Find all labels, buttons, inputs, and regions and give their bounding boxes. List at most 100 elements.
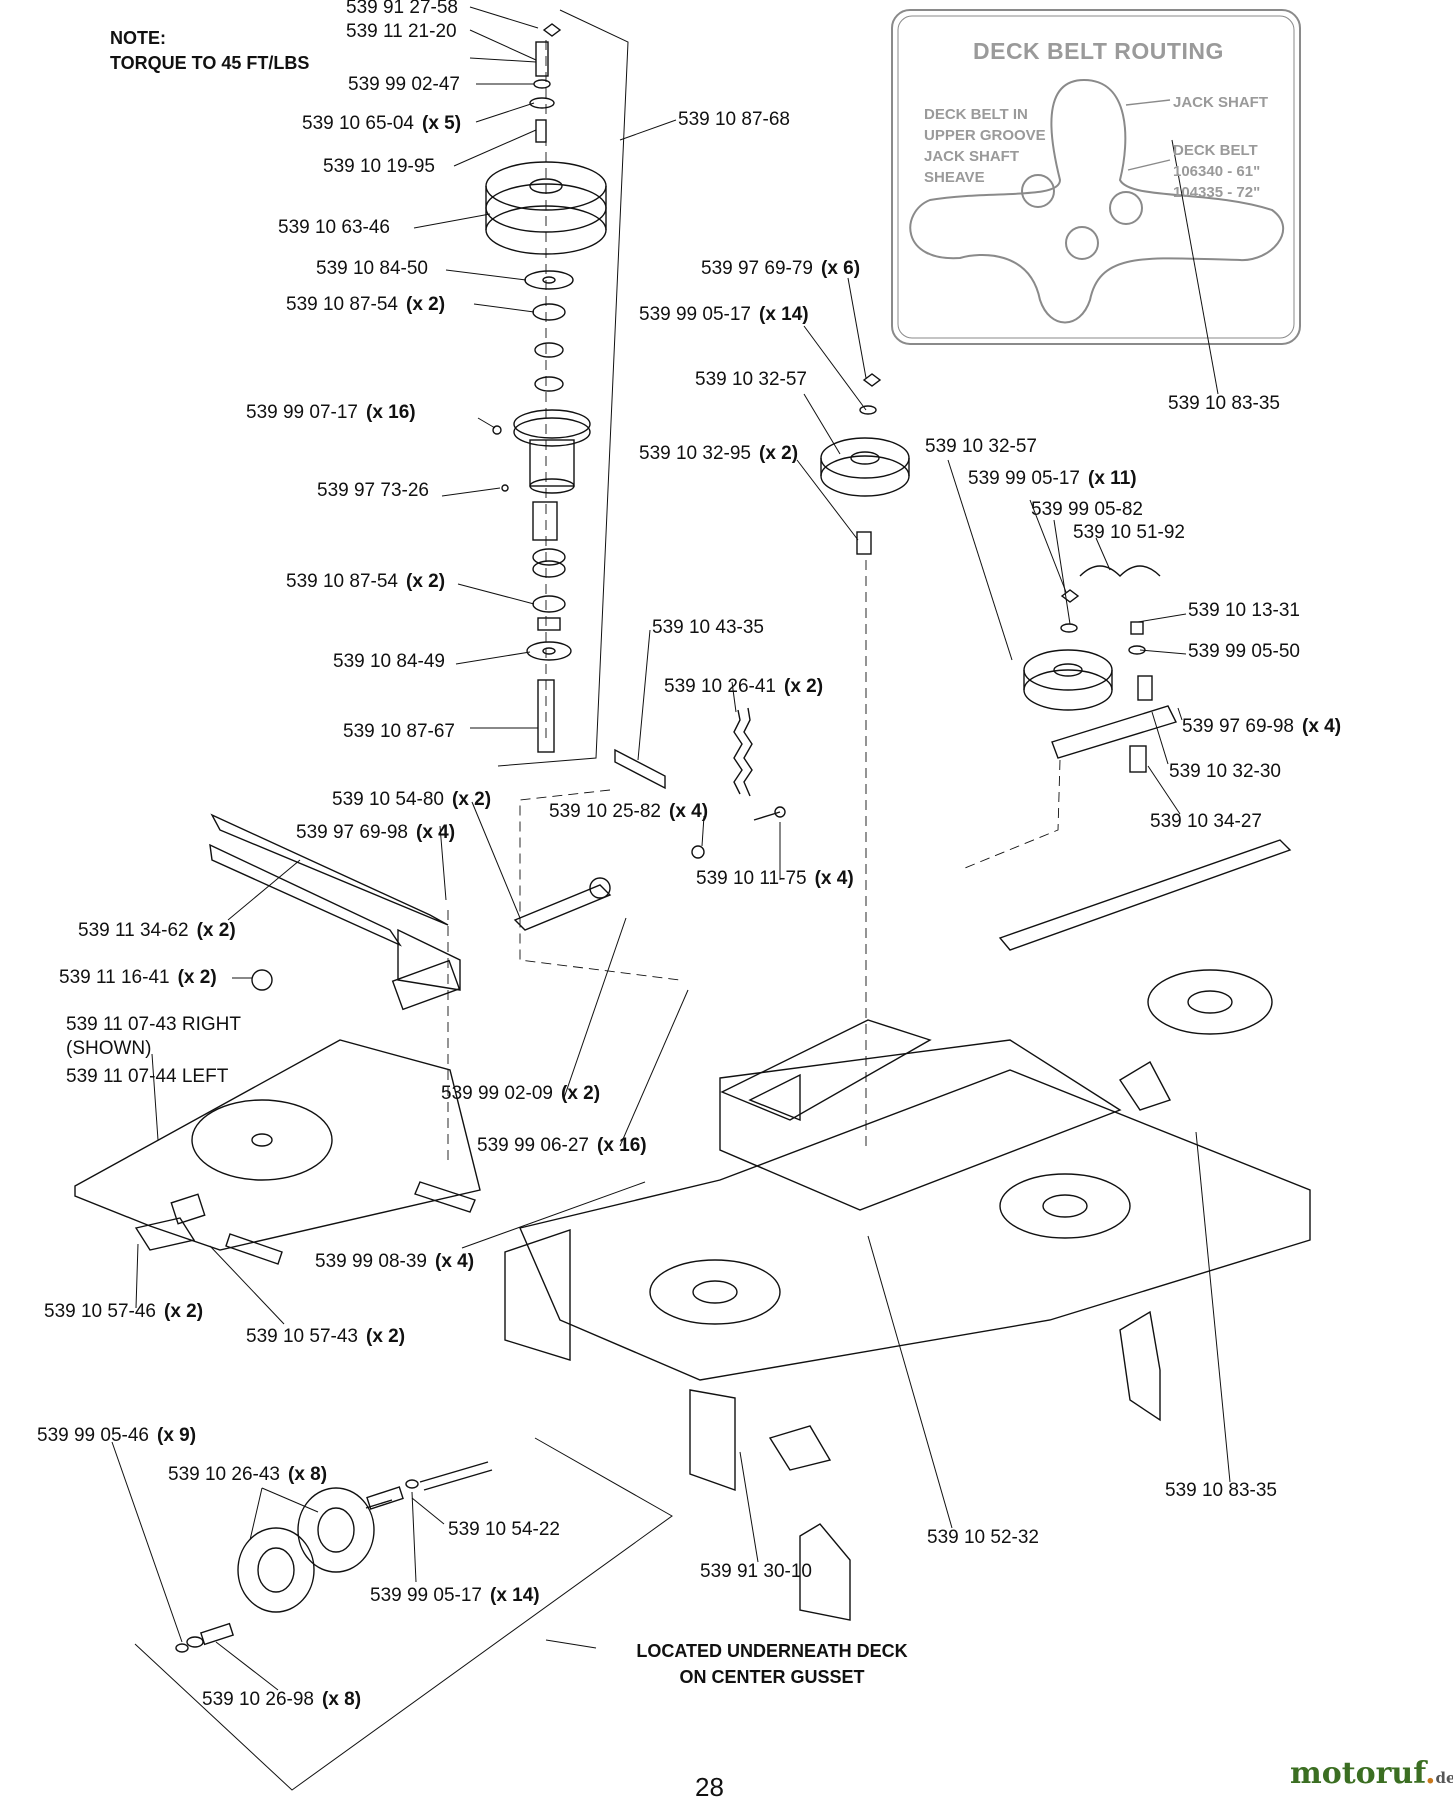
part-callout: 539 10 54-80(x 2) [332, 790, 491, 809]
inset-left-line: DECK BELT IN [924, 106, 1028, 123]
part-number: 539 97 69-98 [296, 822, 408, 843]
part-number: 539 10 63-46 [278, 217, 390, 238]
part-number: 539 10 54-22 [448, 1519, 560, 1540]
part-number: 539 99 08-39 [315, 1251, 427, 1272]
part-callout: 539 11 21-20 [346, 22, 465, 41]
part-qty: (x 2) [196, 920, 236, 941]
part-number: 539 91 27-58 [346, 0, 458, 18]
part-qty: (x 16) [597, 1135, 647, 1156]
inset-deck-belt-label: DECK BELT 106340 - 61" 104335 - 72" [1173, 140, 1260, 203]
location-caption: LOCATED UNDERNEATH DECK ON CENTER GUSSET [622, 1638, 922, 1690]
part-qty: (x 2) [759, 443, 799, 464]
spindle-assembly [485, 9, 629, 767]
part-number: 539 10 54-80 [332, 789, 444, 810]
part-number: 539 10 32-57 [925, 436, 1037, 457]
part-callout: 539 11 07-44 LEFT [66, 1067, 236, 1086]
part-callout: 539 10 51-92 [1073, 523, 1193, 542]
mower-deck-body [504, 839, 1311, 1621]
part-number: 539 10 87-54 [286, 294, 398, 315]
part-callout: 539 10 34-27 [1150, 812, 1270, 831]
part-callout: 539 10 32-95(x 2) [639, 444, 798, 463]
inset-jack-shaft-label: JACK SHAFT [1173, 94, 1269, 111]
part-callout: 539 10 52-32 [927, 1528, 1047, 1547]
part-number: 539 99 05-17 [639, 304, 751, 325]
part-qty: (x 6) [821, 258, 861, 279]
part-number: 539 10 26-98 [202, 1689, 314, 1710]
part-qty: (x 14) [490, 1585, 540, 1606]
part-callout: 539 97 73-26 [317, 481, 437, 500]
part-callout: 539 99 06-27 (x 16) [477, 1136, 647, 1155]
left-bracket-assembly [209, 813, 612, 1160]
part-callout: 539 10 19-95 [323, 157, 443, 176]
part-callout: 539 10 54-22 [448, 1520, 568, 1539]
part-number: 539 11 07-43 RIGHT [66, 1014, 241, 1035]
part-number: 539 11 07-44 LEFT [66, 1066, 229, 1087]
part-number: 539 10 83-35 [1165, 1480, 1277, 1501]
part-callout: 539 10 32-57 [925, 437, 1045, 456]
part-qty: (x 4) [416, 822, 456, 843]
part-number: 539 10 43-35 [652, 617, 764, 638]
part-callout: 539 10 43-35 [652, 618, 772, 637]
part-number: 539 91 30-10 [700, 1561, 812, 1582]
mid-hardware [519, 707, 786, 981]
part-number: 539 10 65-04 [302, 113, 414, 134]
part-callout: 539 11 34-62 (x 2) [78, 921, 236, 940]
brand-tld: de [1435, 1769, 1453, 1787]
part-number: 539 97 69-79 [701, 258, 813, 279]
part-number: 539 11 34-62 [78, 920, 189, 941]
caption-line: ON CENTER GUSSET [679, 1667, 865, 1688]
part-callout: 539 10 87-67 [343, 722, 463, 741]
caption-line: LOCATED UNDERNEATH DECK [636, 1641, 908, 1661]
inset-left-text: DECK BELT IN UPPER GROOVE JACK SHAFT SHE… [924, 104, 1046, 188]
part-number: 539 10 19-95 [323, 156, 435, 177]
part-qty: (x 4) [1302, 716, 1342, 737]
part-callout: 539 10 57-43(x 2) [246, 1327, 405, 1346]
part-callout: 539 10 26-98(x 8) [202, 1690, 361, 1709]
part-callout: 539 99 05-17(x 11) [968, 469, 1137, 488]
part-number: 539 10 84-50 [316, 258, 428, 279]
part-callout: 539 91 30-10 [700, 1562, 820, 1581]
part-callout: 539 99 05-17(x 14) [370, 1586, 540, 1605]
part-number: 539 10 26-41 [664, 676, 776, 697]
inset-left-line: JACK SHAFT [924, 148, 1020, 165]
part-number: 539 10 34-27 [1150, 811, 1262, 832]
part-qty: (x 2) [164, 1301, 204, 1322]
part-callout: 539 10 57-46 (x 2) [44, 1302, 203, 1321]
part-number: 539 10 87-67 [343, 721, 455, 742]
inset-belt-line: DECK BELT [1173, 142, 1258, 159]
part-number: 539 10 84-49 [333, 651, 445, 672]
gauge-wheel-assembly [134, 1437, 673, 1791]
part-callout: 539 97 69-79 (x 6) [701, 259, 860, 278]
part-number: 539 99 07-17 [246, 402, 358, 423]
brand-name: motoruf [1290, 1756, 1426, 1791]
part-qty: (x 8) [288, 1464, 328, 1485]
part-qty: (x 4) [814, 868, 854, 889]
inset-belt-line: 104335 - 72" [1173, 184, 1261, 201]
note-heading: NOTE: [110, 28, 166, 48]
part-qty: (x 5) [422, 113, 462, 134]
part-callout: 539 10 25-82(x 4) [549, 802, 708, 821]
part-number: 539 10 83-35 [1168, 393, 1280, 414]
part-callout: 539 10 32-30 [1169, 762, 1289, 781]
inset-title: DECK BELT ROUTING [973, 38, 1224, 64]
part-number: 539 10 11-75 [696, 868, 807, 889]
part-number: 539 10 57-46 [44, 1301, 156, 1322]
part-callout: 539 10 13-31 [1188, 601, 1308, 620]
part-callout: 539 99 05-46(x 9) [37, 1426, 196, 1445]
part-callout: 539 10 84-50 [316, 259, 436, 278]
part-callout: 539 97 69-98(x 4) [1182, 717, 1341, 736]
part-callout: 539 10 11-75 (x 4) [696, 869, 854, 888]
part-callout: 539 10 32-57 [695, 370, 815, 389]
note-text: TORQUE TO 45 FT/LBS [110, 53, 310, 74]
part-number: 539 99 06-27 [477, 1135, 589, 1156]
part-callout: 539 91 27-58 [346, 0, 466, 17]
part-number: 539 10 26-43 [168, 1464, 280, 1485]
part-qty: (x 2) [561, 1083, 601, 1104]
part-callout: 539 99 08-39(x 4) [315, 1252, 474, 1271]
part-qty: (x 16) [366, 402, 416, 423]
part-callout: 539 10 84-49 [333, 652, 453, 671]
part-qty: (x 2) [177, 967, 217, 988]
part-callout: 539 11 16-41(x 2) [59, 968, 217, 987]
part-callout: 539 10 26-43 (x 8) [168, 1465, 327, 1484]
part-qty: (x 2) [406, 571, 446, 592]
